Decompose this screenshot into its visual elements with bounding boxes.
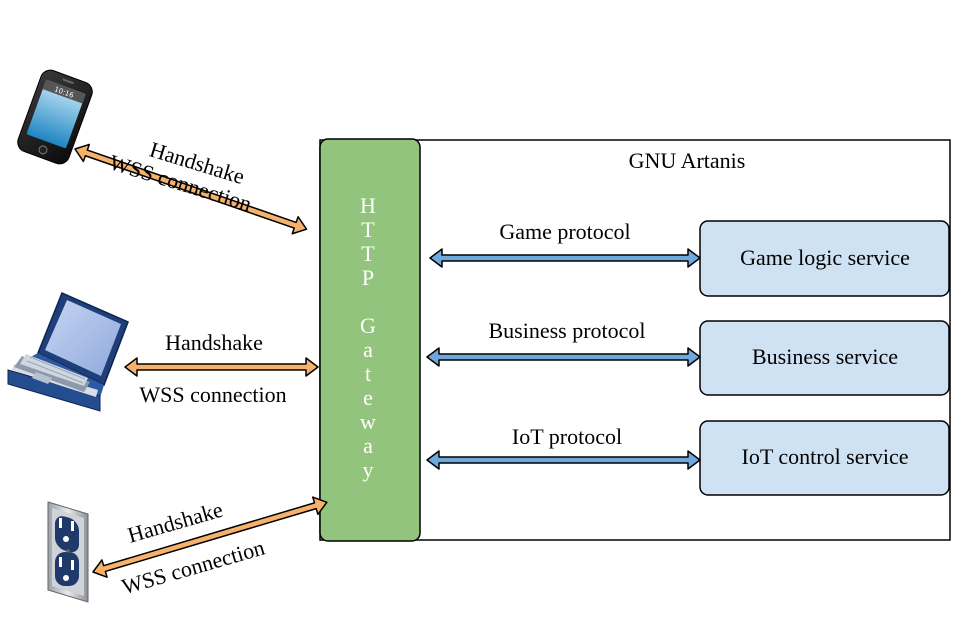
svg-text:w: w <box>360 409 376 434</box>
protocol-arrow-game <box>429 248 701 268</box>
svg-text:T: T <box>361 217 375 242</box>
svg-text:y: y <box>363 457 374 482</box>
client-laptop-label-top: Handshake <box>165 330 263 355</box>
svg-text:T: T <box>361 241 375 266</box>
client-arrow-phone <box>74 143 308 235</box>
protocol-arrow-iot <box>426 450 701 470</box>
gateway-label: H T T P G a t e w a y <box>360 193 376 482</box>
container-title: GNU Artanis <box>629 148 746 173</box>
power-outlet-icon <box>47 501 89 603</box>
client-laptop-label-bottom: WSS connection <box>139 382 286 407</box>
client-phone-labels: Handshake WSS connection <box>107 137 255 217</box>
protocol-arrow-business <box>426 347 701 367</box>
protocol-label-game: Game protocol <box>499 219 630 244</box>
svg-text:a: a <box>363 337 373 362</box>
service-box-iot <box>699 420 950 496</box>
protocol-label-business: Business protocol <box>488 318 645 343</box>
smartphone-icon: 10:16 <box>17 69 93 165</box>
svg-text:G: G <box>360 313 376 338</box>
svg-text:e: e <box>363 385 373 410</box>
client-arrow-outlet <box>92 496 328 578</box>
svg-text:t: t <box>365 361 371 386</box>
service-name-game: Game logic service <box>740 245 910 270</box>
service-name-business: Business service <box>752 344 898 369</box>
svg-text:H: H <box>360 193 376 218</box>
http-gateway <box>319 138 421 542</box>
protocol-label-iot: IoT protocol <box>512 424 622 449</box>
service-box-business <box>699 320 950 396</box>
svg-text:a: a <box>363 433 373 458</box>
client-arrow-laptop <box>124 357 319 377</box>
svg-text:P: P <box>362 265 374 290</box>
service-name-iot: IoT control service <box>742 444 909 469</box>
laptop-icon <box>7 292 129 412</box>
